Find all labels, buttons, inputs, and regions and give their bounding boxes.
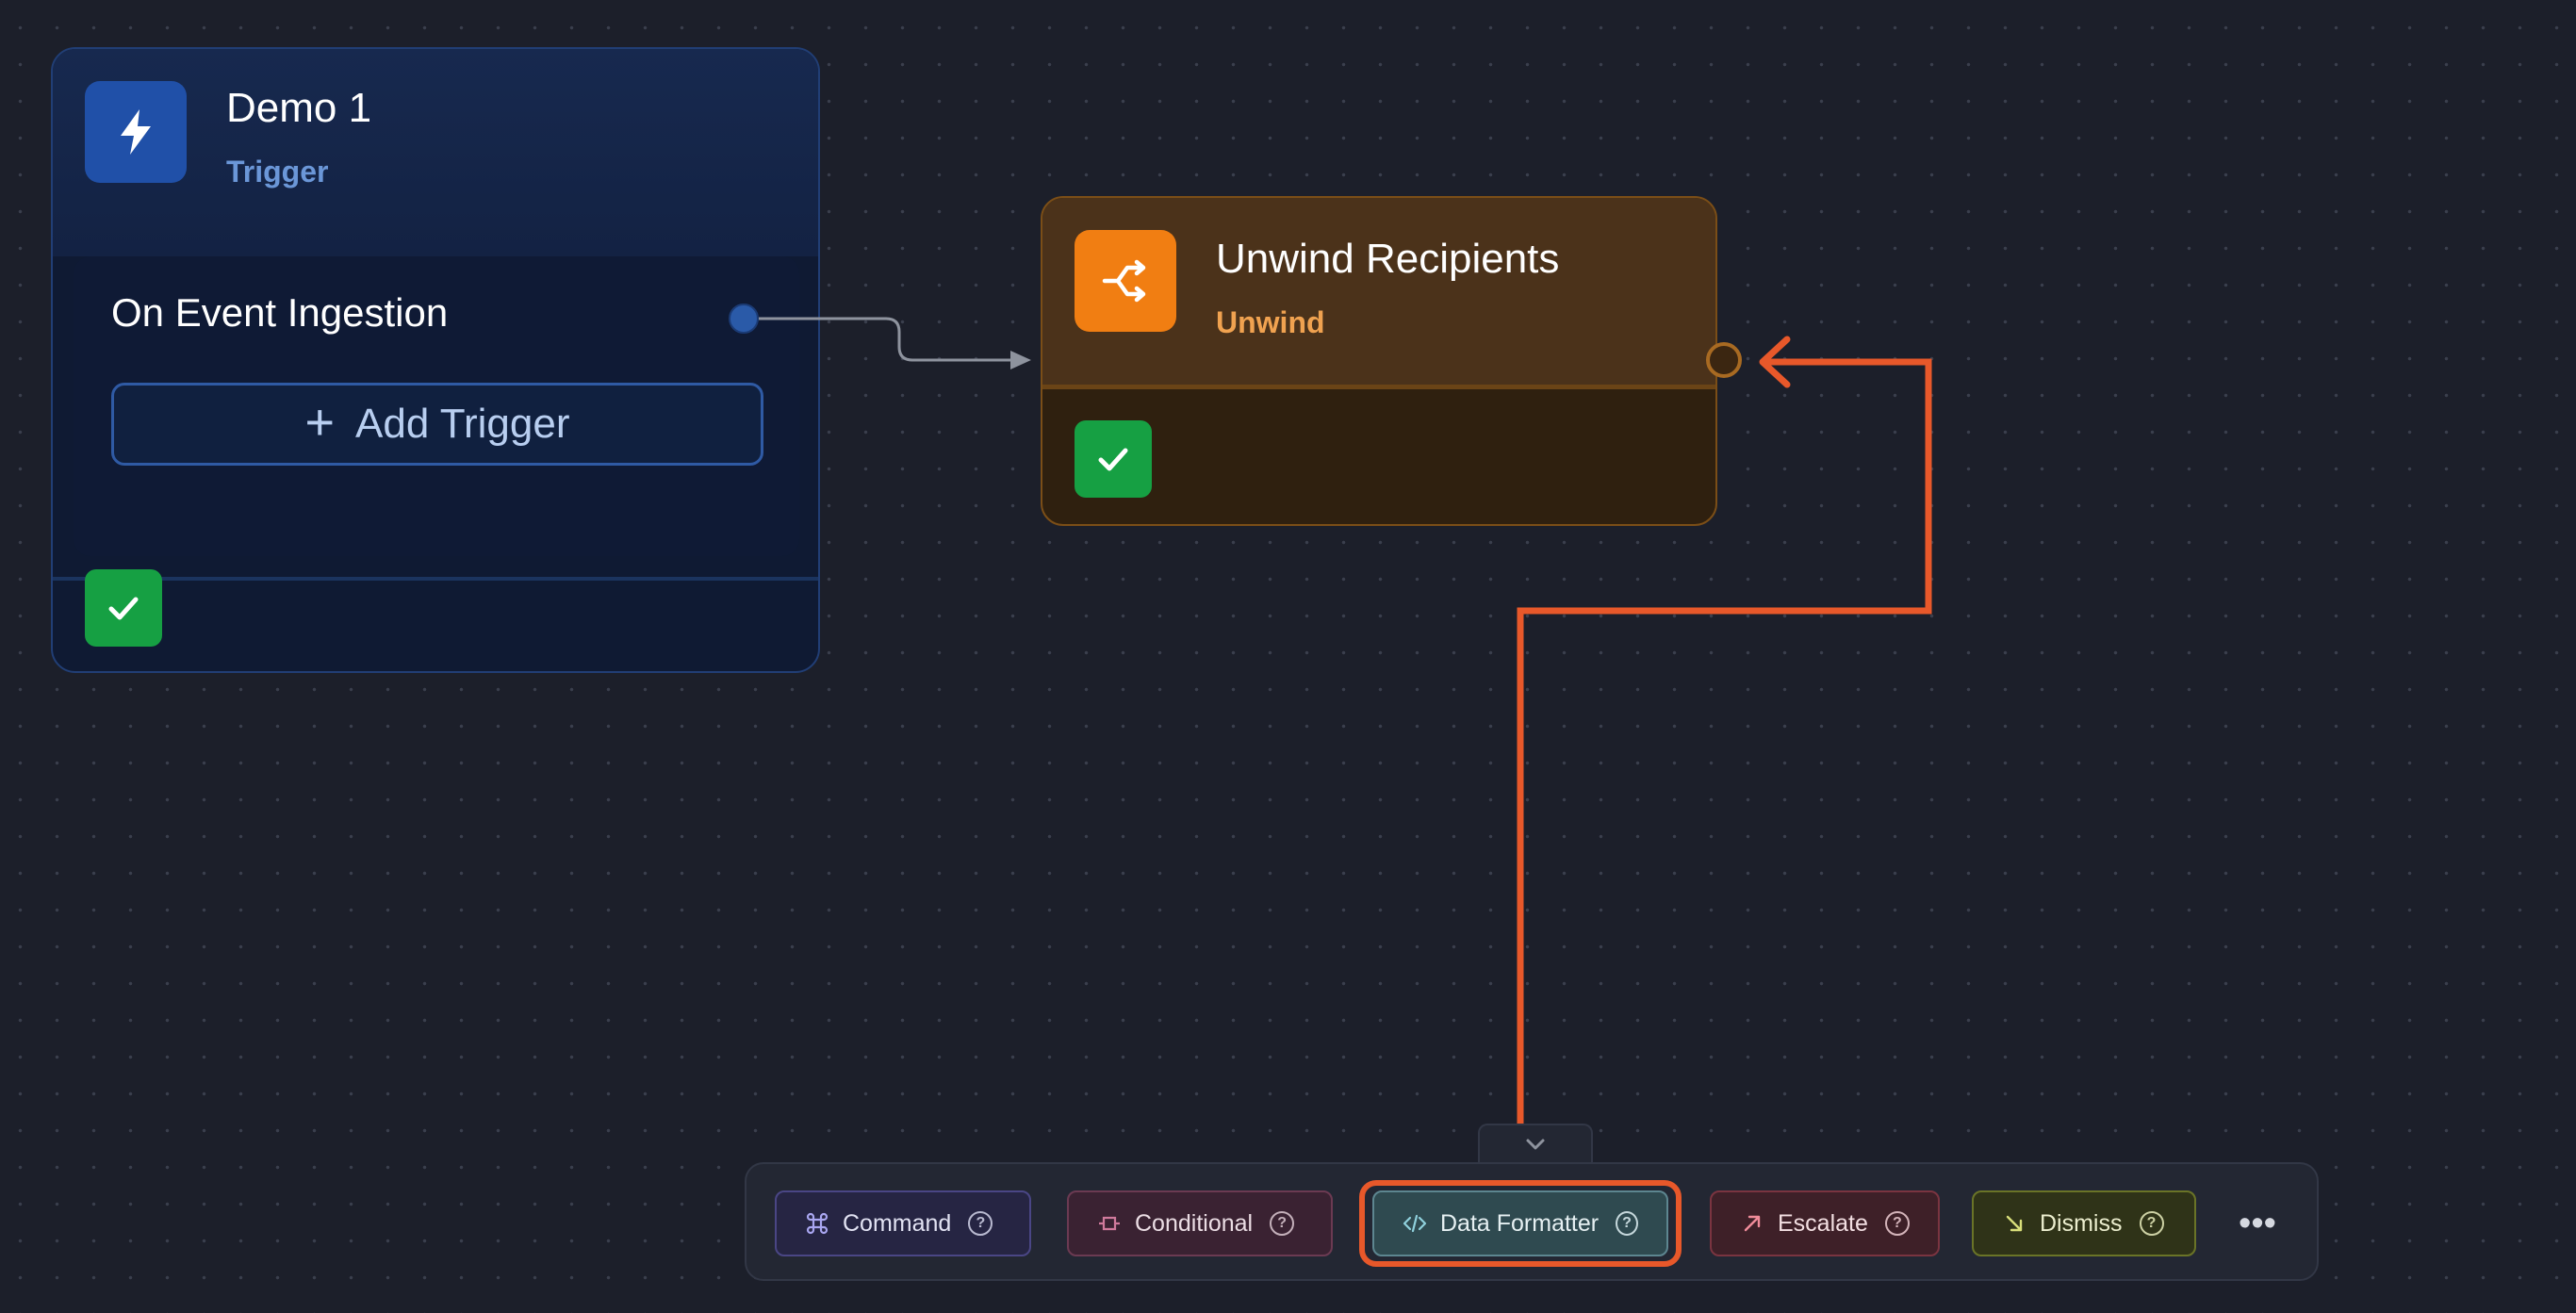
escalate-button[interactable]: Escalate ? [1710, 1190, 1940, 1256]
dismiss-button[interactable]: Dismiss ? [1972, 1190, 2196, 1256]
help-icon[interactable]: ? [2139, 1211, 2164, 1236]
node-palette-toolbar: Command ? Conditional ? Data Formatter ?… [745, 1162, 2319, 1281]
conditional-button[interactable]: Conditional ? [1067, 1190, 1333, 1256]
code-icon [1403, 1211, 1427, 1236]
dismiss-label: Dismiss [2040, 1209, 2123, 1237]
edge-arrowhead [1010, 351, 1031, 369]
trigger-node-type: Trigger [226, 155, 329, 189]
trigger-body: On Event Ingestion + Add Trigger [74, 256, 799, 556]
conditional-label: Conditional [1135, 1209, 1254, 1237]
trigger-node-title: Demo 1 [226, 85, 372, 131]
help-icon[interactable]: ? [1270, 1211, 1295, 1236]
check-icon [85, 569, 162, 647]
unwind-node-type: Unwind [1216, 305, 1325, 339]
branch-icon [1097, 1211, 1122, 1236]
help-icon[interactable]: ? [1616, 1211, 1638, 1236]
plus-icon: + [304, 394, 336, 451]
help-icon[interactable]: ? [968, 1211, 993, 1236]
add-trigger-label: Add Trigger [355, 401, 570, 447]
output-handle[interactable] [729, 304, 759, 334]
command-button[interactable]: Command ? [775, 1190, 1031, 1256]
divider [1042, 385, 1715, 389]
more-options-button[interactable]: ••• [2239, 1203, 2276, 1243]
toolbar-collapse-toggle[interactable] [1478, 1124, 1593, 1163]
add-trigger-button[interactable]: + Add Trigger [111, 383, 763, 466]
arrow-up-right-icon [1740, 1211, 1764, 1236]
check-icon [1075, 420, 1152, 498]
command-label: Command [843, 1209, 952, 1237]
unwind-node[interactable]: Unwind Recipients Unwind [1041, 196, 1717, 526]
chevron-down-icon [1526, 1139, 1545, 1150]
arrow-down-right-icon [2002, 1211, 2026, 1236]
unwind-node-header: Unwind Recipients Unwind [1042, 198, 1715, 385]
divider [53, 577, 818, 581]
unwind-node-title: Unwind Recipients [1216, 236, 1560, 282]
data-formatter-label: Data Formatter [1440, 1209, 1600, 1237]
lightning-icon [85, 81, 187, 183]
trigger-node[interactable]: Demo 1 Trigger On Event Ingestion + Add … [51, 47, 820, 673]
help-icon[interactable]: ? [1884, 1211, 1910, 1236]
unwind-output-handle[interactable] [1706, 342, 1742, 378]
annotation-arrowhead [1759, 336, 1791, 388]
data-formatter-button[interactable]: Data Formatter ? [1372, 1190, 1668, 1256]
escalate-label: Escalate [1778, 1209, 1868, 1237]
event-label: On Event Ingestion [111, 290, 449, 335]
command-icon [805, 1211, 829, 1236]
trigger-node-header: Demo 1 Trigger [53, 49, 818, 256]
split-arrows-icon [1075, 230, 1176, 332]
